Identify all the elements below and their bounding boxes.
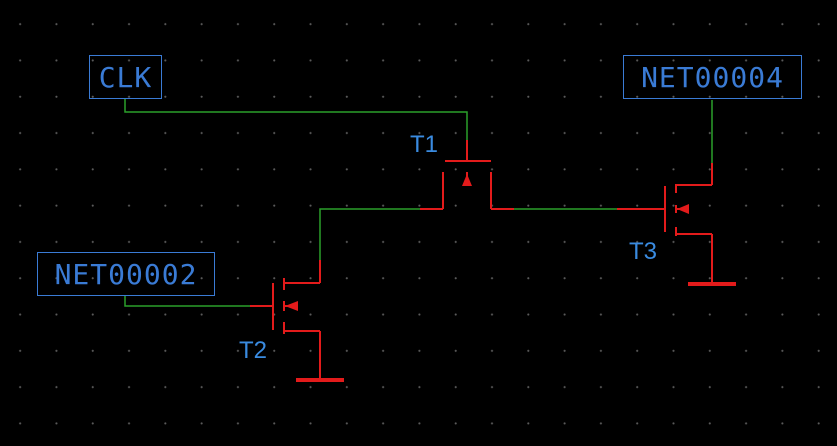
wire-t1-t2[interactable] — [319, 208, 420, 260]
t1-arrow-icon — [462, 174, 472, 186]
t2-arrow-icon — [285, 301, 298, 311]
transistor-t1[interactable] — [420, 140, 514, 210]
transistor-t3[interactable] — [617, 163, 713, 283]
wire-clk[interactable] — [124, 99, 468, 140]
t3-arrow-icon — [677, 204, 689, 214]
net-label-net00002[interactable]: NET00002 — [37, 252, 215, 296]
ref-label-t2: T2 — [239, 337, 268, 364]
ref-label-t1: T1 — [410, 131, 439, 158]
wire-net2[interactable] — [124, 296, 250, 307]
net-label-clk[interactable]: CLK — [89, 55, 162, 99]
ref-label-t3: T3 — [629, 238, 658, 265]
transistor-t2[interactable] — [250, 260, 321, 379]
net-label-net00004[interactable]: NET00004 — [623, 55, 802, 99]
wires — [124, 99, 713, 307]
